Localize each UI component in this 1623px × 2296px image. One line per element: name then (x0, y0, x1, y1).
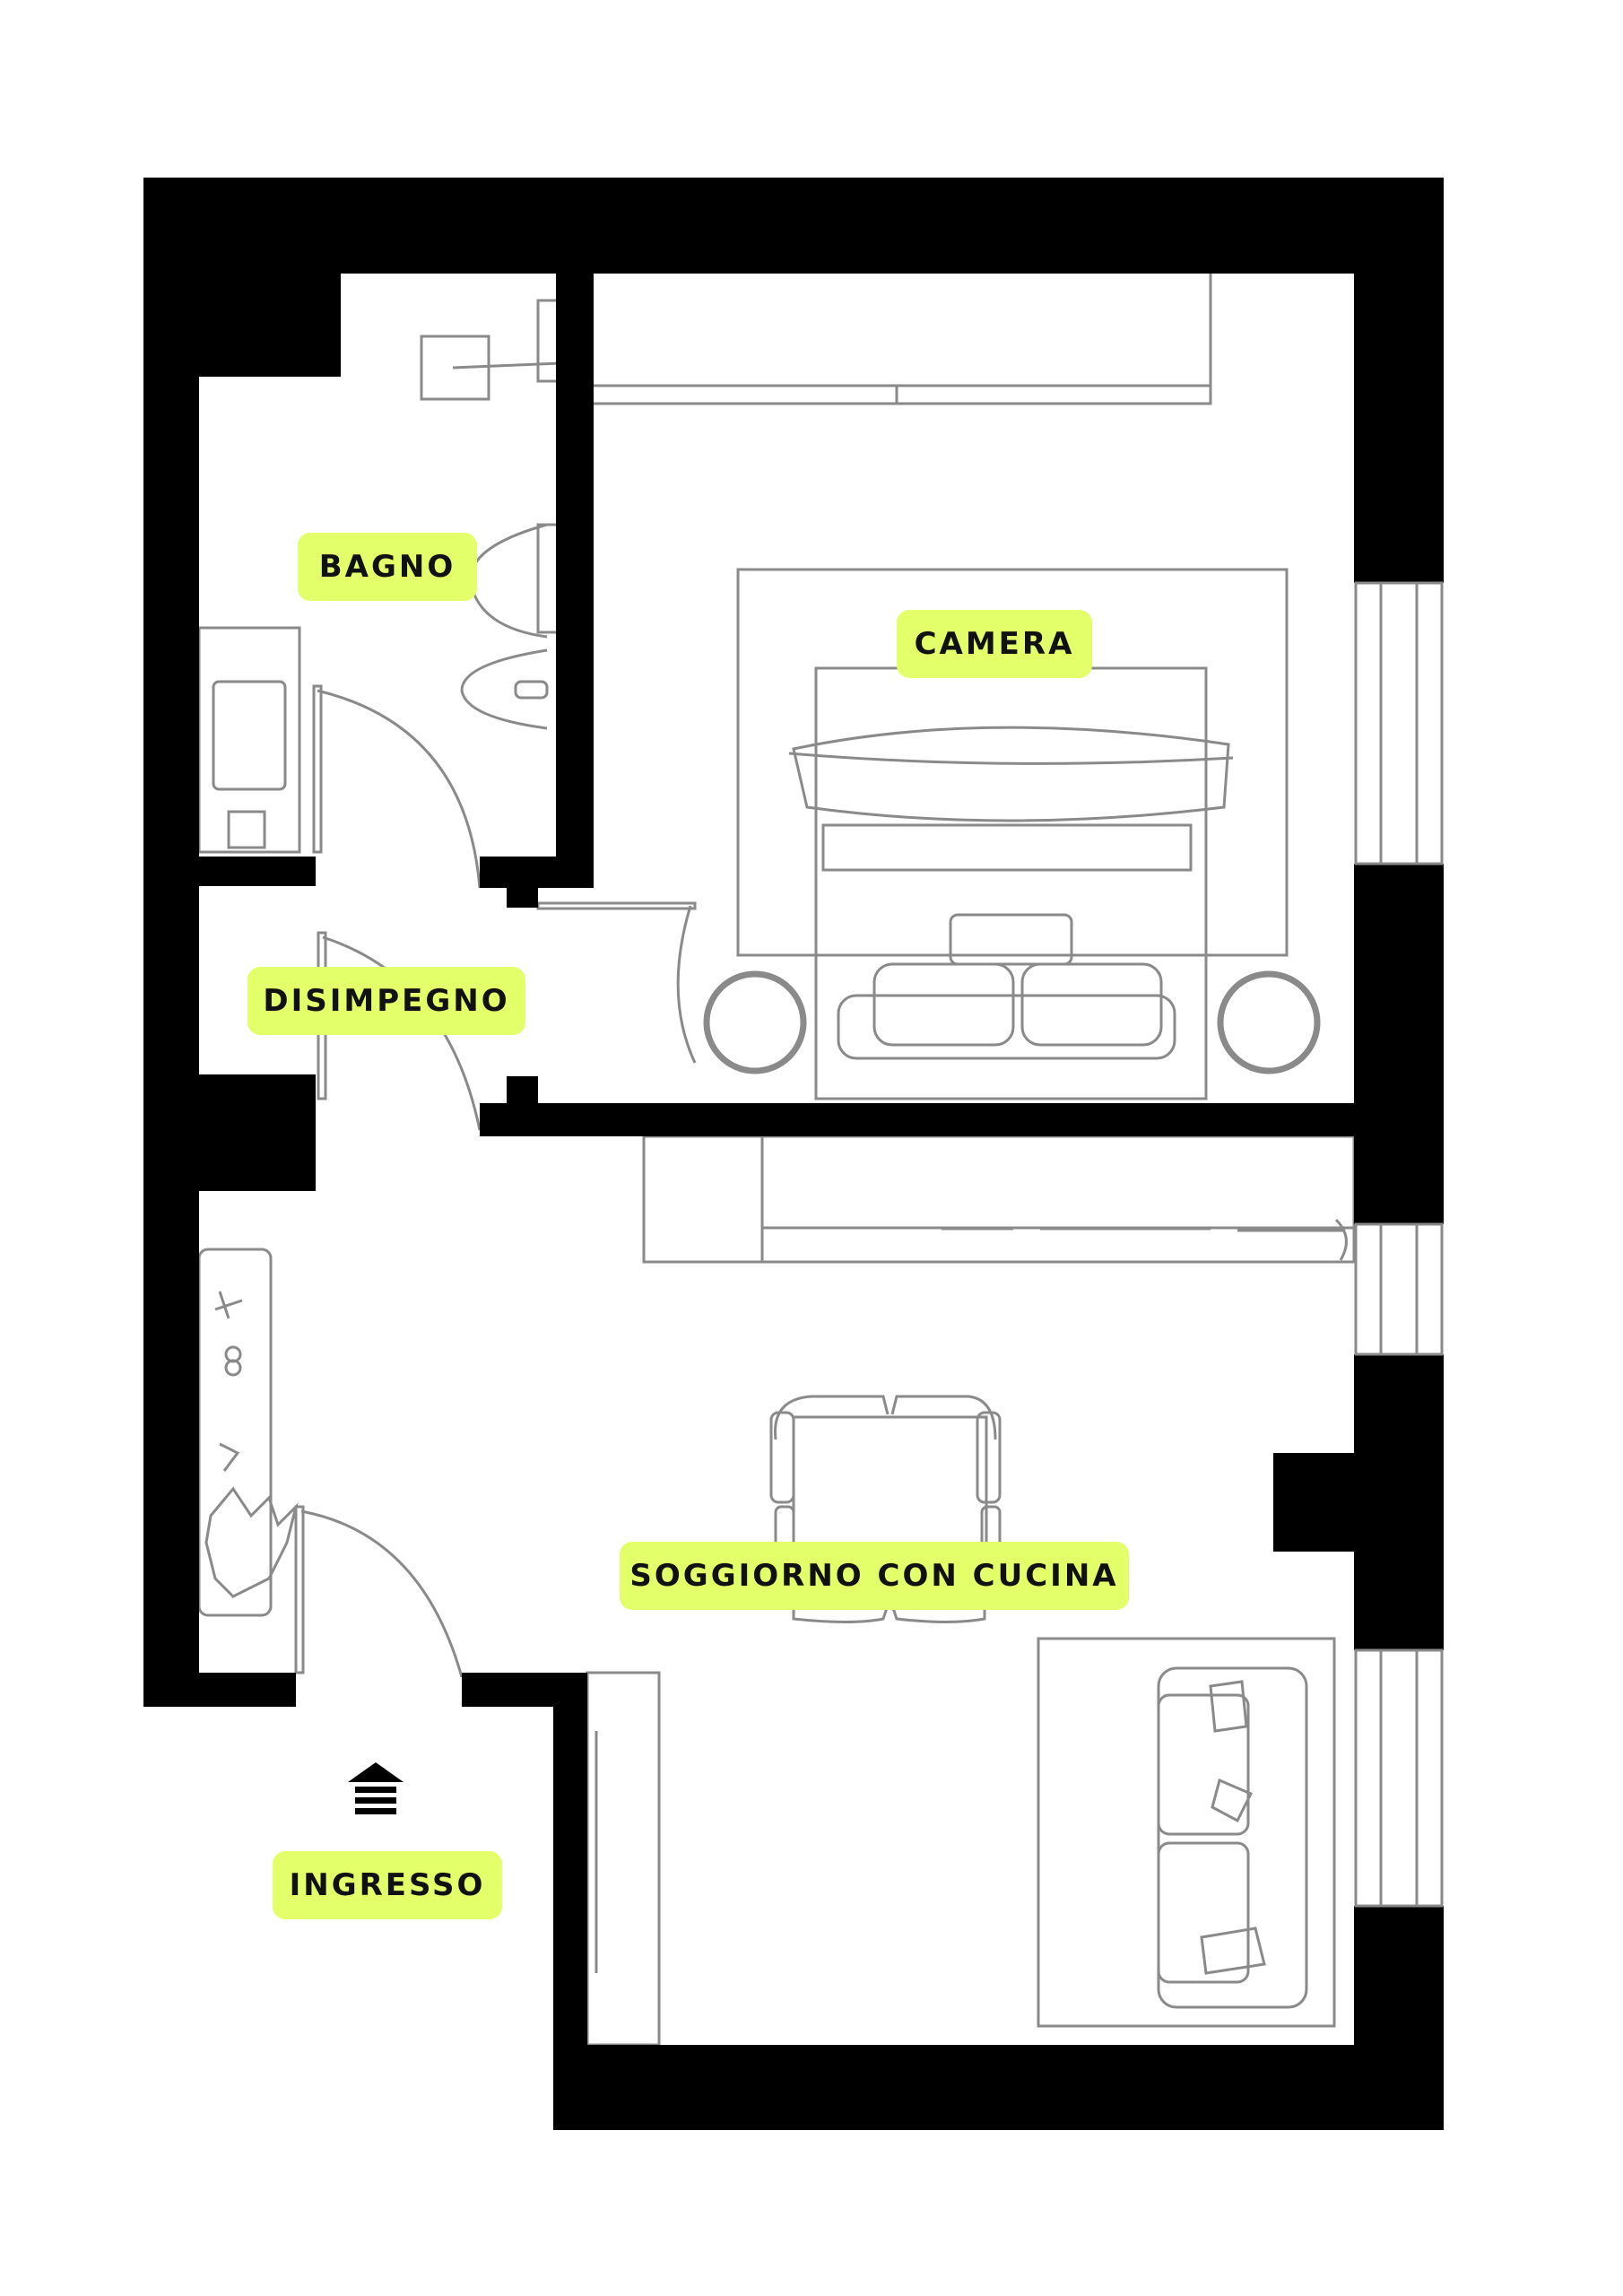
sliding-door (586, 1671, 661, 2047)
nightstand-lamp (1217, 970, 1321, 1074)
plant (204, 1486, 299, 1598)
pillow (872, 962, 1015, 1047)
wardrobe (590, 267, 1212, 405)
window (1354, 1222, 1444, 1356)
toilet (469, 523, 548, 639)
chair (890, 1395, 997, 1440)
chair (769, 1411, 795, 1504)
room-label-bagno: BAGNO (298, 533, 477, 601)
nightstand-lamp (703, 970, 807, 1074)
bedroom-rug (736, 568, 1289, 957)
entrance-arrow-icon (348, 1762, 404, 1814)
window (1354, 581, 1444, 865)
sofa (1157, 1666, 1308, 2009)
room-label-disimpegno: DISIMPEGNO (247, 967, 525, 1035)
bed-duvet (792, 726, 1230, 822)
pillow (1020, 962, 1163, 1047)
room-label-ingresso: INGRESSO (273, 1851, 502, 1919)
window (1354, 1648, 1444, 1908)
windows (1354, 581, 1444, 1908)
room-label-soggiorno-con-cucina: SOGGIORNO CON CUCINA (620, 1542, 1129, 1610)
kitchen-counter (642, 1135, 1356, 1264)
chair (976, 1411, 1002, 1504)
walls (143, 178, 1444, 2130)
bidet (460, 648, 548, 730)
living-rug (1037, 1637, 1336, 2028)
shower-control (420, 335, 490, 401)
chair (774, 1395, 890, 1440)
doors (294, 684, 697, 1678)
room-label-camera: CAMERA (897, 610, 1092, 678)
